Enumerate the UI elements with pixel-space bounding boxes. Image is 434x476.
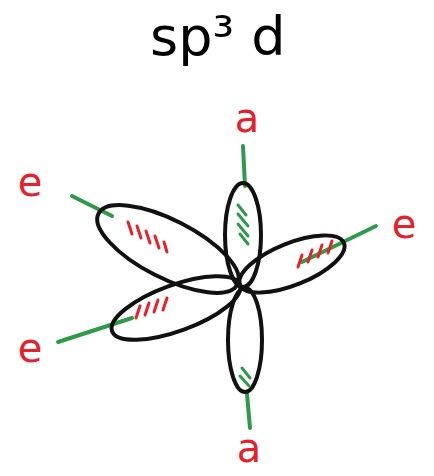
axial-hatching <box>238 205 250 386</box>
orbital-lobes <box>85 183 351 392</box>
hybridization-title: sp³ d <box>150 10 286 64</box>
equatorial-hatching <box>128 222 332 318</box>
orbital-position-label: a <box>237 428 262 468</box>
orbital-position-label: e <box>18 162 43 202</box>
orbital-position-label: a <box>235 98 260 138</box>
axis-lines <box>58 146 376 428</box>
orbital-position-label: e <box>18 328 43 368</box>
orbital-position-label: e <box>392 204 417 244</box>
